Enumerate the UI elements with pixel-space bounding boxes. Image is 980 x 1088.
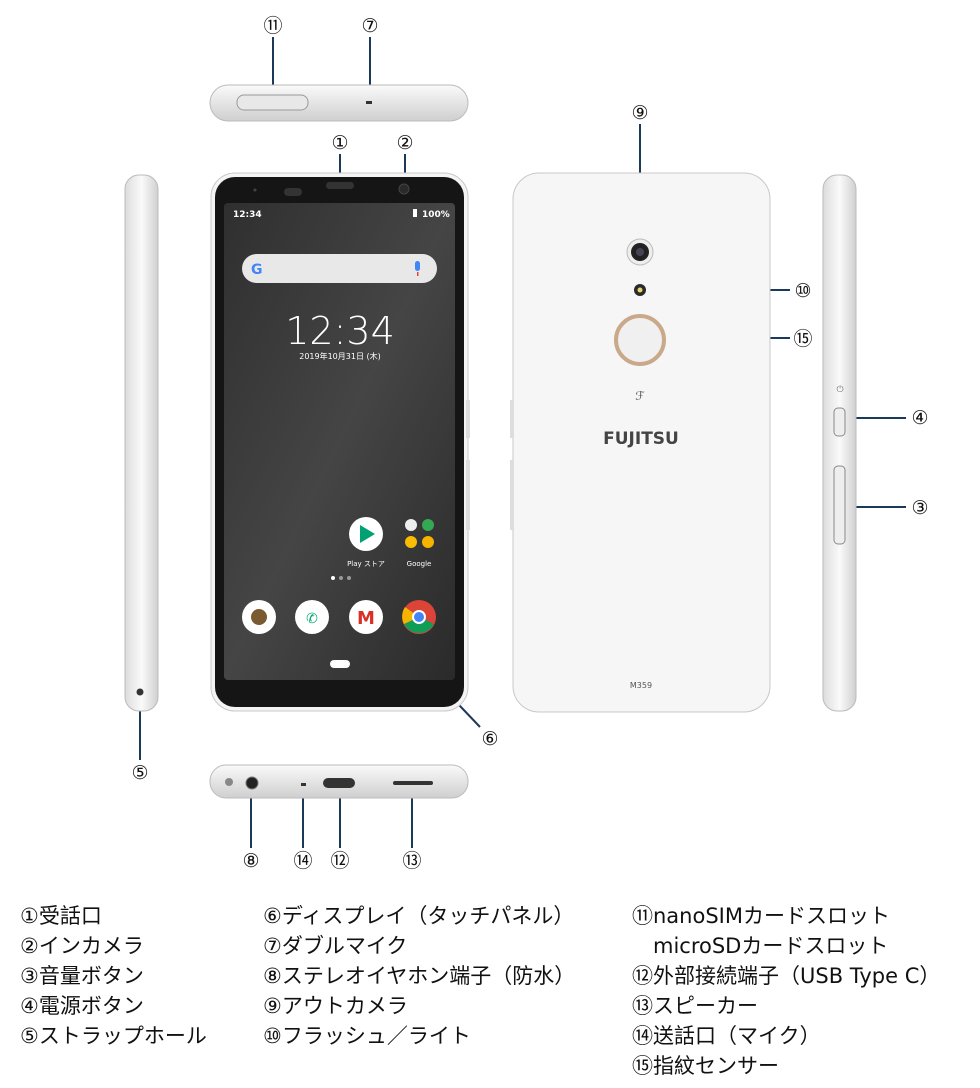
svg-text:⑤: ⑤ — [131, 762, 148, 784]
google-folder-icon — [405, 519, 434, 548]
svg-text:⑪: ⑪ — [263, 15, 282, 37]
strap-hole — [136, 688, 144, 696]
usb-c-port — [323, 778, 355, 788]
phone-app-icon — [295, 600, 329, 634]
phone-right-side: ⏻ — [822, 174, 857, 712]
svg-text:Google: Google — [407, 560, 432, 568]
svg-text:⑫: ⑫ — [330, 850, 349, 872]
top-mic — [366, 101, 372, 104]
bottom-mic — [301, 783, 306, 786]
front-camera — [398, 183, 410, 195]
power-symbol-icon: ⏻ — [836, 384, 843, 395]
status-time: 12:34 — [233, 210, 262, 220]
gmail-icon — [349, 600, 383, 634]
svg-text:⑨: ⑨ — [631, 102, 648, 124]
nfc-icon: ℱ — [635, 389, 645, 403]
battery-level: 100% — [422, 210, 450, 220]
date: 2019年10月31日 (木) — [299, 351, 381, 361]
brand-logo: FUJITSU — [603, 429, 679, 449]
clock: 12:34 — [285, 309, 395, 353]
mic-icon — [415, 261, 420, 271]
model-number: M359 — [630, 681, 652, 690]
display — [224, 203, 455, 680]
svg-text:⑦: ⑦ — [361, 15, 378, 37]
phone-left-side — [124, 174, 159, 712]
phone-back: ℱ FUJITSU M359 — [510, 172, 771, 713]
search-bar — [242, 254, 437, 283]
phone-front: 12:34 100% G 12:34 2019年10月31日 (木) Play … — [210, 172, 470, 712]
svg-text:⑮: ⑮ — [793, 328, 812, 350]
volume-button — [833, 465, 846, 545]
phone-bottom-view — [209, 764, 469, 799]
google-g-icon: G — [251, 262, 263, 278]
callout-numbers: ⑪ ⑦ ① ② ⑤ ⑨ ⑩ ⑮ ④ ③ ⑥ ⑧ ⑭ ⑫ ⑬ — [131, 15, 928, 872]
svg-text:④: ④ — [911, 407, 928, 429]
svg-text:✆: ✆ — [306, 611, 318, 627]
svg-text:Play ストア: Play ストア — [347, 560, 385, 568]
headphone-jack — [245, 776, 259, 790]
svg-text:①: ① — [331, 132, 348, 154]
svg-text:⑭: ⑭ — [293, 850, 312, 872]
svg-text:②: ② — [396, 132, 413, 154]
earpiece — [326, 182, 354, 189]
svg-text:⑧: ⑧ — [242, 850, 259, 872]
phone-top-view — [209, 84, 469, 122]
svg-text:⑬: ⑬ — [402, 850, 421, 872]
svg-text:M: M — [357, 608, 375, 629]
svg-text:⑩: ⑩ — [794, 280, 811, 302]
svg-text:③: ③ — [911, 497, 928, 519]
power-button — [833, 407, 846, 437]
sim-slot — [236, 94, 309, 111]
home-pill — [330, 660, 350, 668]
battery-icon — [413, 209, 417, 217]
speaker-grille — [393, 781, 433, 785]
fingerprint-sensor — [614, 314, 666, 366]
svg-text:⑥: ⑥ — [481, 728, 498, 750]
